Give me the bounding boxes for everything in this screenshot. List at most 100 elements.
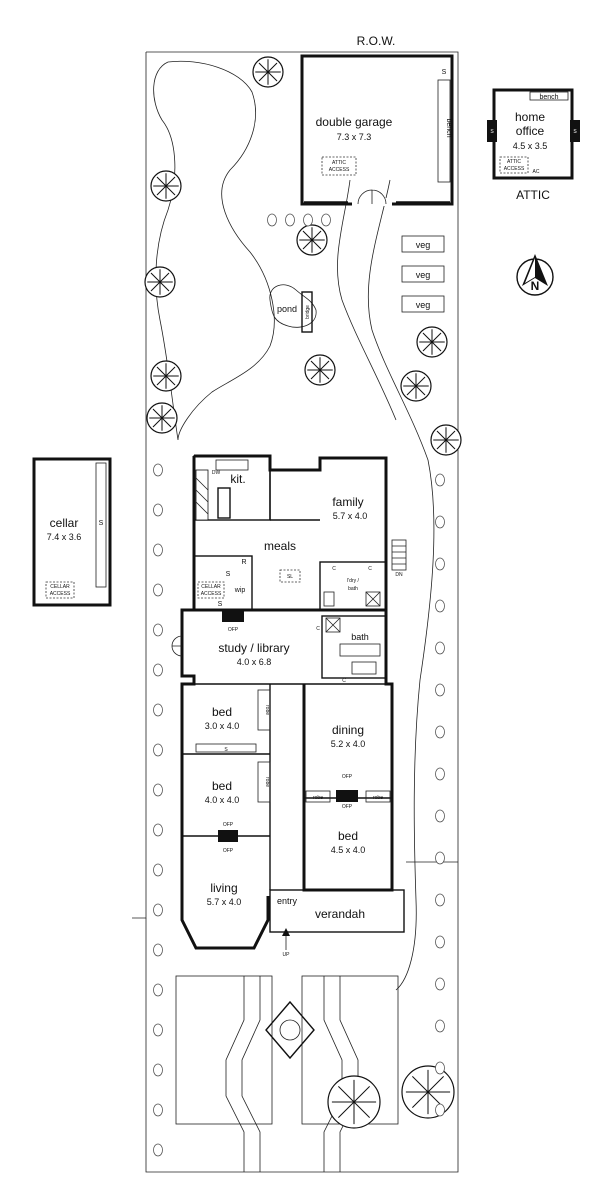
- svg-text:N: N: [531, 279, 540, 293]
- svg-text:C: C: [332, 566, 336, 572]
- shrub-icon: [153, 783, 163, 797]
- bed2-size: 4.0 x 4.0: [205, 795, 240, 805]
- meals-title: meals: [264, 539, 296, 553]
- tree-icon: [304, 354, 336, 386]
- bed3-size: 4.5 x 4.0: [331, 845, 366, 855]
- shrub-icon: [153, 1103, 163, 1117]
- svg-text:S: S: [218, 601, 223, 608]
- cellar-title: cellar: [50, 516, 79, 530]
- double-garage: S bench double garage 7.3 x 7.3 ATTIC AC…: [300, 54, 454, 206]
- svg-text:S: S: [490, 129, 494, 135]
- shrub-icon: [285, 213, 295, 227]
- svg-text:bath: bath: [348, 586, 358, 592]
- garage-title: double garage: [316, 115, 393, 129]
- shrub-icon: [435, 851, 445, 865]
- tree-icon: [252, 56, 284, 88]
- garage-size: 7.3 x 7.3: [337, 132, 372, 142]
- svg-text:OFP: OFP: [228, 627, 239, 633]
- shrub-icon: [153, 823, 163, 837]
- shrub-icon: [153, 623, 163, 637]
- trees: [144, 56, 462, 1129]
- garage-bench-label: bench: [445, 118, 452, 137]
- shrub-icon: [303, 213, 313, 227]
- tree-icon: [144, 266, 176, 298]
- shrub-icon: [153, 663, 163, 677]
- shrub-icon: [435, 641, 445, 655]
- home-office: S S bench home office 4.5 x 3.5 ATTIC AC…: [487, 88, 580, 202]
- north-arrow-icon: N: [516, 254, 554, 296]
- svg-text:S: S: [442, 69, 447, 76]
- shrub-icon: [435, 935, 445, 949]
- shrub-icon: [153, 703, 163, 717]
- svg-text:veg: veg: [416, 240, 431, 250]
- shrub-icon: [153, 863, 163, 877]
- svg-text:S: S: [226, 571, 231, 578]
- shrub-icon: [435, 683, 445, 697]
- shrub-icon: [435, 515, 445, 529]
- svg-text:OFP: OFP: [342, 774, 353, 780]
- bed2-title: bed: [212, 779, 232, 793]
- tree-icon: [146, 402, 178, 434]
- shrub-icon: [435, 977, 445, 991]
- living-size: 5.7 x 4.0: [207, 897, 242, 907]
- svg-text:SL: SL: [287, 574, 293, 580]
- tree-icon: [430, 424, 462, 456]
- shrub-icon: [153, 743, 163, 757]
- shrub-icon: [153, 1143, 163, 1157]
- shrub-icon: [153, 463, 163, 477]
- row-label: R.O.W.: [357, 34, 396, 48]
- svg-text:robe: robe: [264, 777, 270, 787]
- shrub-icon: [435, 767, 445, 781]
- shrub-icon: [153, 543, 163, 557]
- tree-icon: [416, 326, 448, 358]
- svg-text:UP: UP: [283, 952, 291, 958]
- pond: pond bridge: [269, 284, 317, 333]
- svg-text:ATTIC: ATTIC: [507, 159, 521, 165]
- svg-text:C: C: [368, 566, 372, 572]
- attic-label: ATTIC: [516, 188, 550, 202]
- svg-text:S: S: [99, 520, 104, 527]
- svg-text:robe: robe: [264, 705, 270, 715]
- svg-text:ATTIC: ATTIC: [332, 160, 346, 166]
- shrub-icon: [153, 583, 163, 597]
- svg-text:OFP: OFP: [342, 804, 353, 810]
- svg-text:bridge: bridge: [305, 305, 311, 319]
- family-title: family: [332, 495, 363, 509]
- shrub-icon: [267, 213, 277, 227]
- shrub-icon: [153, 983, 163, 997]
- shrubs: [153, 213, 445, 1157]
- shrub-icon: [321, 213, 331, 227]
- house: DW kit. family 5.7 x 4.0 meals SL R S wi…: [171, 454, 407, 958]
- study-size: 4.0 x 6.8: [237, 657, 272, 667]
- shrub-icon: [435, 1019, 445, 1033]
- svg-text:R: R: [241, 559, 246, 566]
- shrub-icon: [153, 1023, 163, 1037]
- shrub-icon: [435, 893, 445, 907]
- svg-text:DW: DW: [212, 470, 221, 476]
- svg-text:pond: pond: [277, 304, 297, 314]
- shrub-icon: [435, 809, 445, 823]
- svg-text:ACCESS: ACCESS: [329, 167, 350, 173]
- bed1-title: bed: [212, 705, 232, 719]
- svg-text:AC: AC: [533, 169, 540, 175]
- svg-text:ACCESS: ACCESS: [504, 166, 525, 172]
- cellar: S cellar 7.4 x 3.6 CELLAR ACCESS: [32, 457, 112, 607]
- svg-text:robe: robe: [313, 795, 323, 801]
- svg-text:OFP: OFP: [223, 822, 234, 828]
- bed3-title: bed: [338, 829, 358, 843]
- shrub-icon: [435, 599, 445, 613]
- svg-text:OFP: OFP: [223, 848, 234, 854]
- svg-text:wip: wip: [234, 587, 246, 594]
- svg-text:CELLAR: CELLAR: [201, 584, 221, 590]
- bed1-size: 3.0 x 4.0: [205, 721, 240, 731]
- svg-text:l'dry /: l'dry /: [347, 578, 359, 584]
- svg-text:office: office: [516, 124, 545, 138]
- home-office-title: home: [515, 110, 545, 124]
- tree-icon: [150, 360, 182, 392]
- shrub-icon: [435, 725, 445, 739]
- tree-icon: [400, 370, 432, 402]
- entry-title: entry: [277, 896, 298, 906]
- property-boundary: [132, 52, 147, 919]
- cellar-size: 7.4 x 3.6: [47, 532, 82, 542]
- shrub-icon: [435, 557, 445, 571]
